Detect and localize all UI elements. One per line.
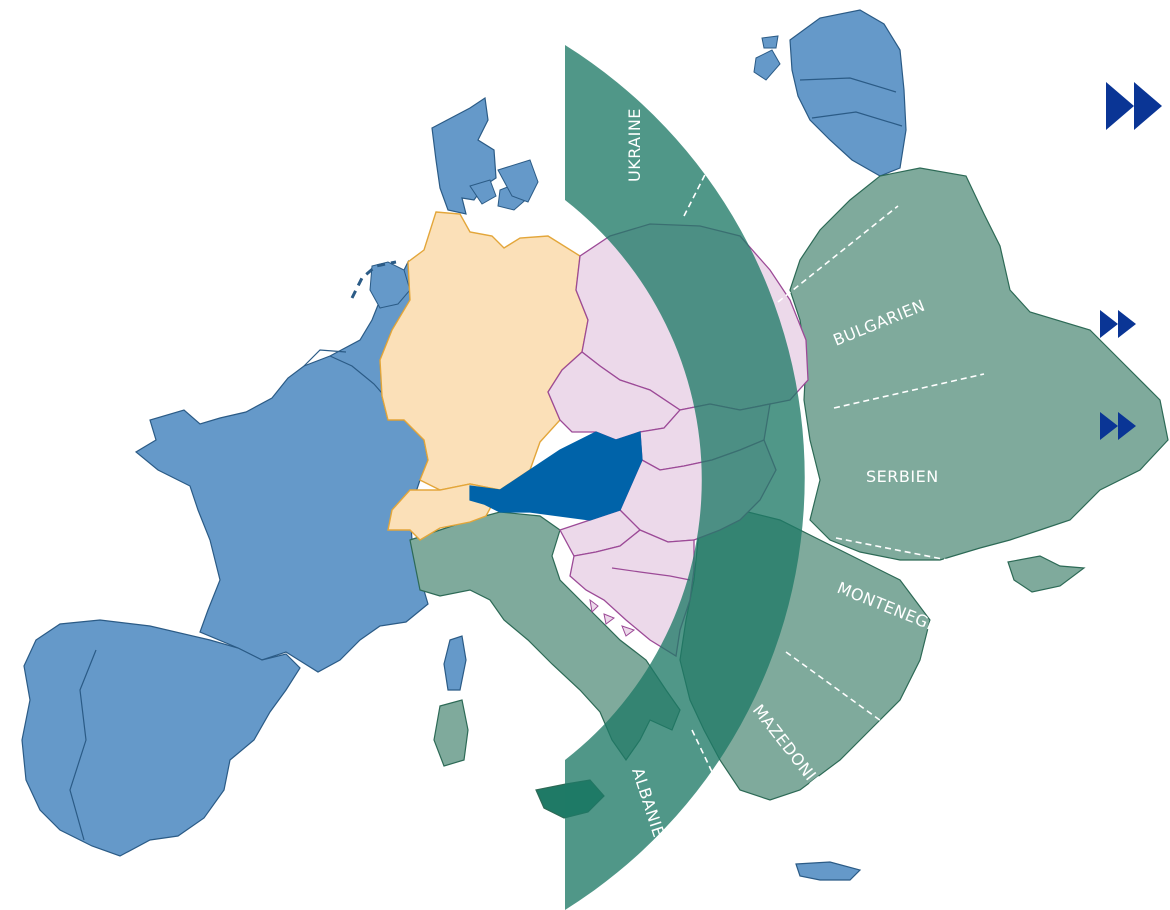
dalmatian-islands-shape <box>589 598 636 637</box>
sweden-tip-shape <box>497 159 539 203</box>
crete-shape <box>795 861 862 881</box>
ring-label-ukraine: UKRAINE <box>625 108 644 182</box>
double-chevron-right-icon[interactable] <box>1100 412 1136 440</box>
separator-rumaenien-bulgarien <box>777 205 899 303</box>
portugal-border <box>69 649 97 841</box>
separator-montenegro-mazedonien <box>785 651 911 743</box>
eastern-europe-shape <box>789 167 1169 561</box>
crimea-shape <box>1007 555 1086 593</box>
iberia-shape <box>21 619 301 857</box>
ring-band <box>565 45 805 910</box>
baltic-states-shape <box>789 9 907 177</box>
estonia-latvia-border <box>799 77 897 93</box>
austria-shape <box>469 431 643 521</box>
bosnia-border <box>611 567 691 581</box>
belgium-border <box>329 355 389 401</box>
saaremaa-island-shape <box>753 49 781 81</box>
hiiumaa-island-shape <box>761 35 779 49</box>
separator-ukraine-rumaenien <box>683 89 749 217</box>
baltic-region <box>753 9 907 177</box>
luxembourg-border <box>303 349 347 367</box>
double-chevron-right-icon[interactable] <box>1100 310 1136 338</box>
separator-bulgarien-serbien <box>833 373 985 409</box>
germany-switzerland-region <box>379 211 589 541</box>
western-europe-region <box>21 96 539 857</box>
wadden-islands-line <box>350 260 397 299</box>
sardinia-shape <box>433 699 469 767</box>
double-chevron-right-icon[interactable] <box>1106 82 1162 130</box>
separator-serbien-montenegro <box>835 537 989 569</box>
corsica-shape <box>443 635 467 691</box>
latvia-lithuania-border <box>811 111 903 127</box>
netherlands-coast-shape <box>369 261 411 309</box>
danish-island-shape <box>469 179 497 205</box>
separator-mazedonien-albanien <box>691 729 757 865</box>
ring-label-serbien: SERBIEN <box>866 467 939 486</box>
france-benelux-shape <box>134 259 429 673</box>
ring-label-rumaenien: RUMÄNIEN <box>741 151 800 240</box>
